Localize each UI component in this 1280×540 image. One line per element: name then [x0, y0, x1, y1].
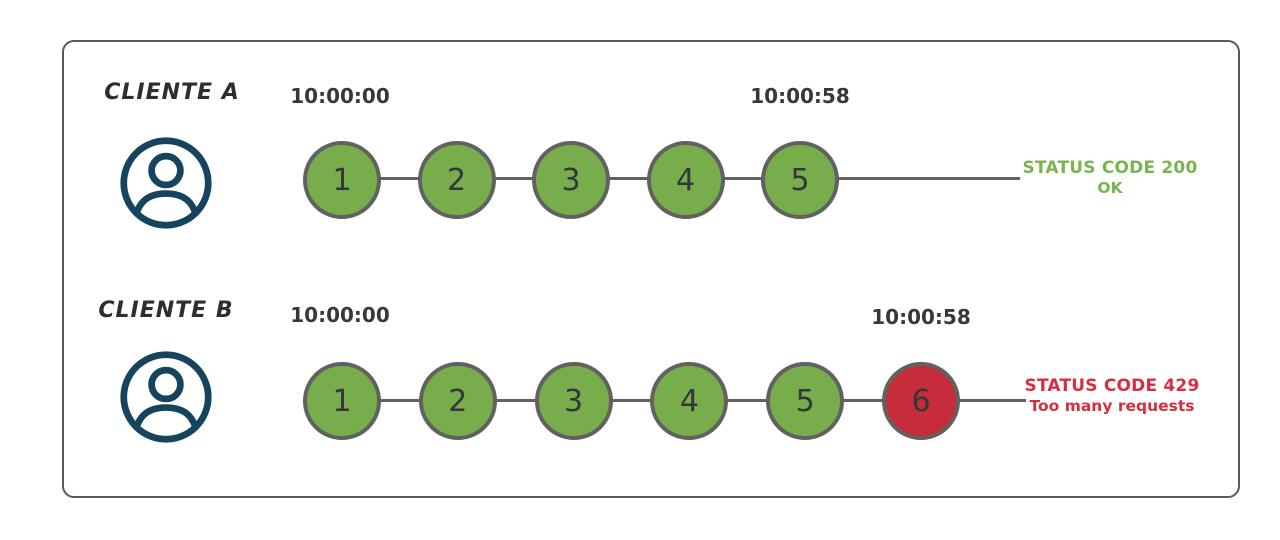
request-circle: 3: [532, 141, 610, 219]
client-b-label: CLIENTE B: [98, 298, 234, 323]
request-circle: 3: [534, 362, 613, 440]
user-avatar-icon: [118, 135, 214, 231]
client-a-label: CLIENTE A: [104, 80, 240, 105]
client-a-status: STATUS CODE 200 OK: [1020, 158, 1200, 198]
request-circle: 4: [650, 362, 729, 440]
request-number: 4: [675, 162, 696, 198]
client-a-end-time: 10:00:58: [750, 84, 850, 108]
client-b-status: STATUS CODE 429 Too many requests: [1022, 376, 1202, 416]
request-number: 1: [332, 162, 352, 198]
client-b-start-time: 10:00:00: [290, 303, 390, 327]
request-number: 6: [911, 383, 931, 419]
request-circle: 2: [417, 141, 496, 219]
request-number: 3: [561, 162, 581, 198]
user-avatar-icon: [118, 349, 214, 445]
request-number: 2: [448, 383, 468, 419]
request-number: 3: [564, 383, 584, 419]
diagram-frame: [62, 40, 1240, 498]
status-message-text: Too many requests: [1029, 397, 1195, 415]
request-circle: 4: [646, 141, 725, 219]
request-circle: 2: [418, 362, 497, 440]
request-circle: 6: [882, 362, 960, 440]
request-number: 5: [790, 162, 810, 198]
request-number: 4: [679, 383, 699, 419]
request-circle: 1: [303, 362, 381, 440]
request-circle: 1: [303, 141, 381, 219]
status-code-text: STATUS CODE 200: [1022, 158, 1198, 178]
client-b-end-time: 10:00:58: [871, 305, 971, 329]
request-number: 5: [795, 383, 815, 419]
request-number: 1: [332, 383, 352, 419]
client-a-start-time: 10:00:00: [290, 84, 390, 108]
request-circle: 5: [766, 362, 845, 440]
request-number: 2: [446, 162, 467, 198]
request-circle: 5: [761, 141, 839, 219]
status-code-text: STATUS CODE 429: [1024, 376, 1200, 396]
status-message-text: OK: [1097, 179, 1123, 197]
